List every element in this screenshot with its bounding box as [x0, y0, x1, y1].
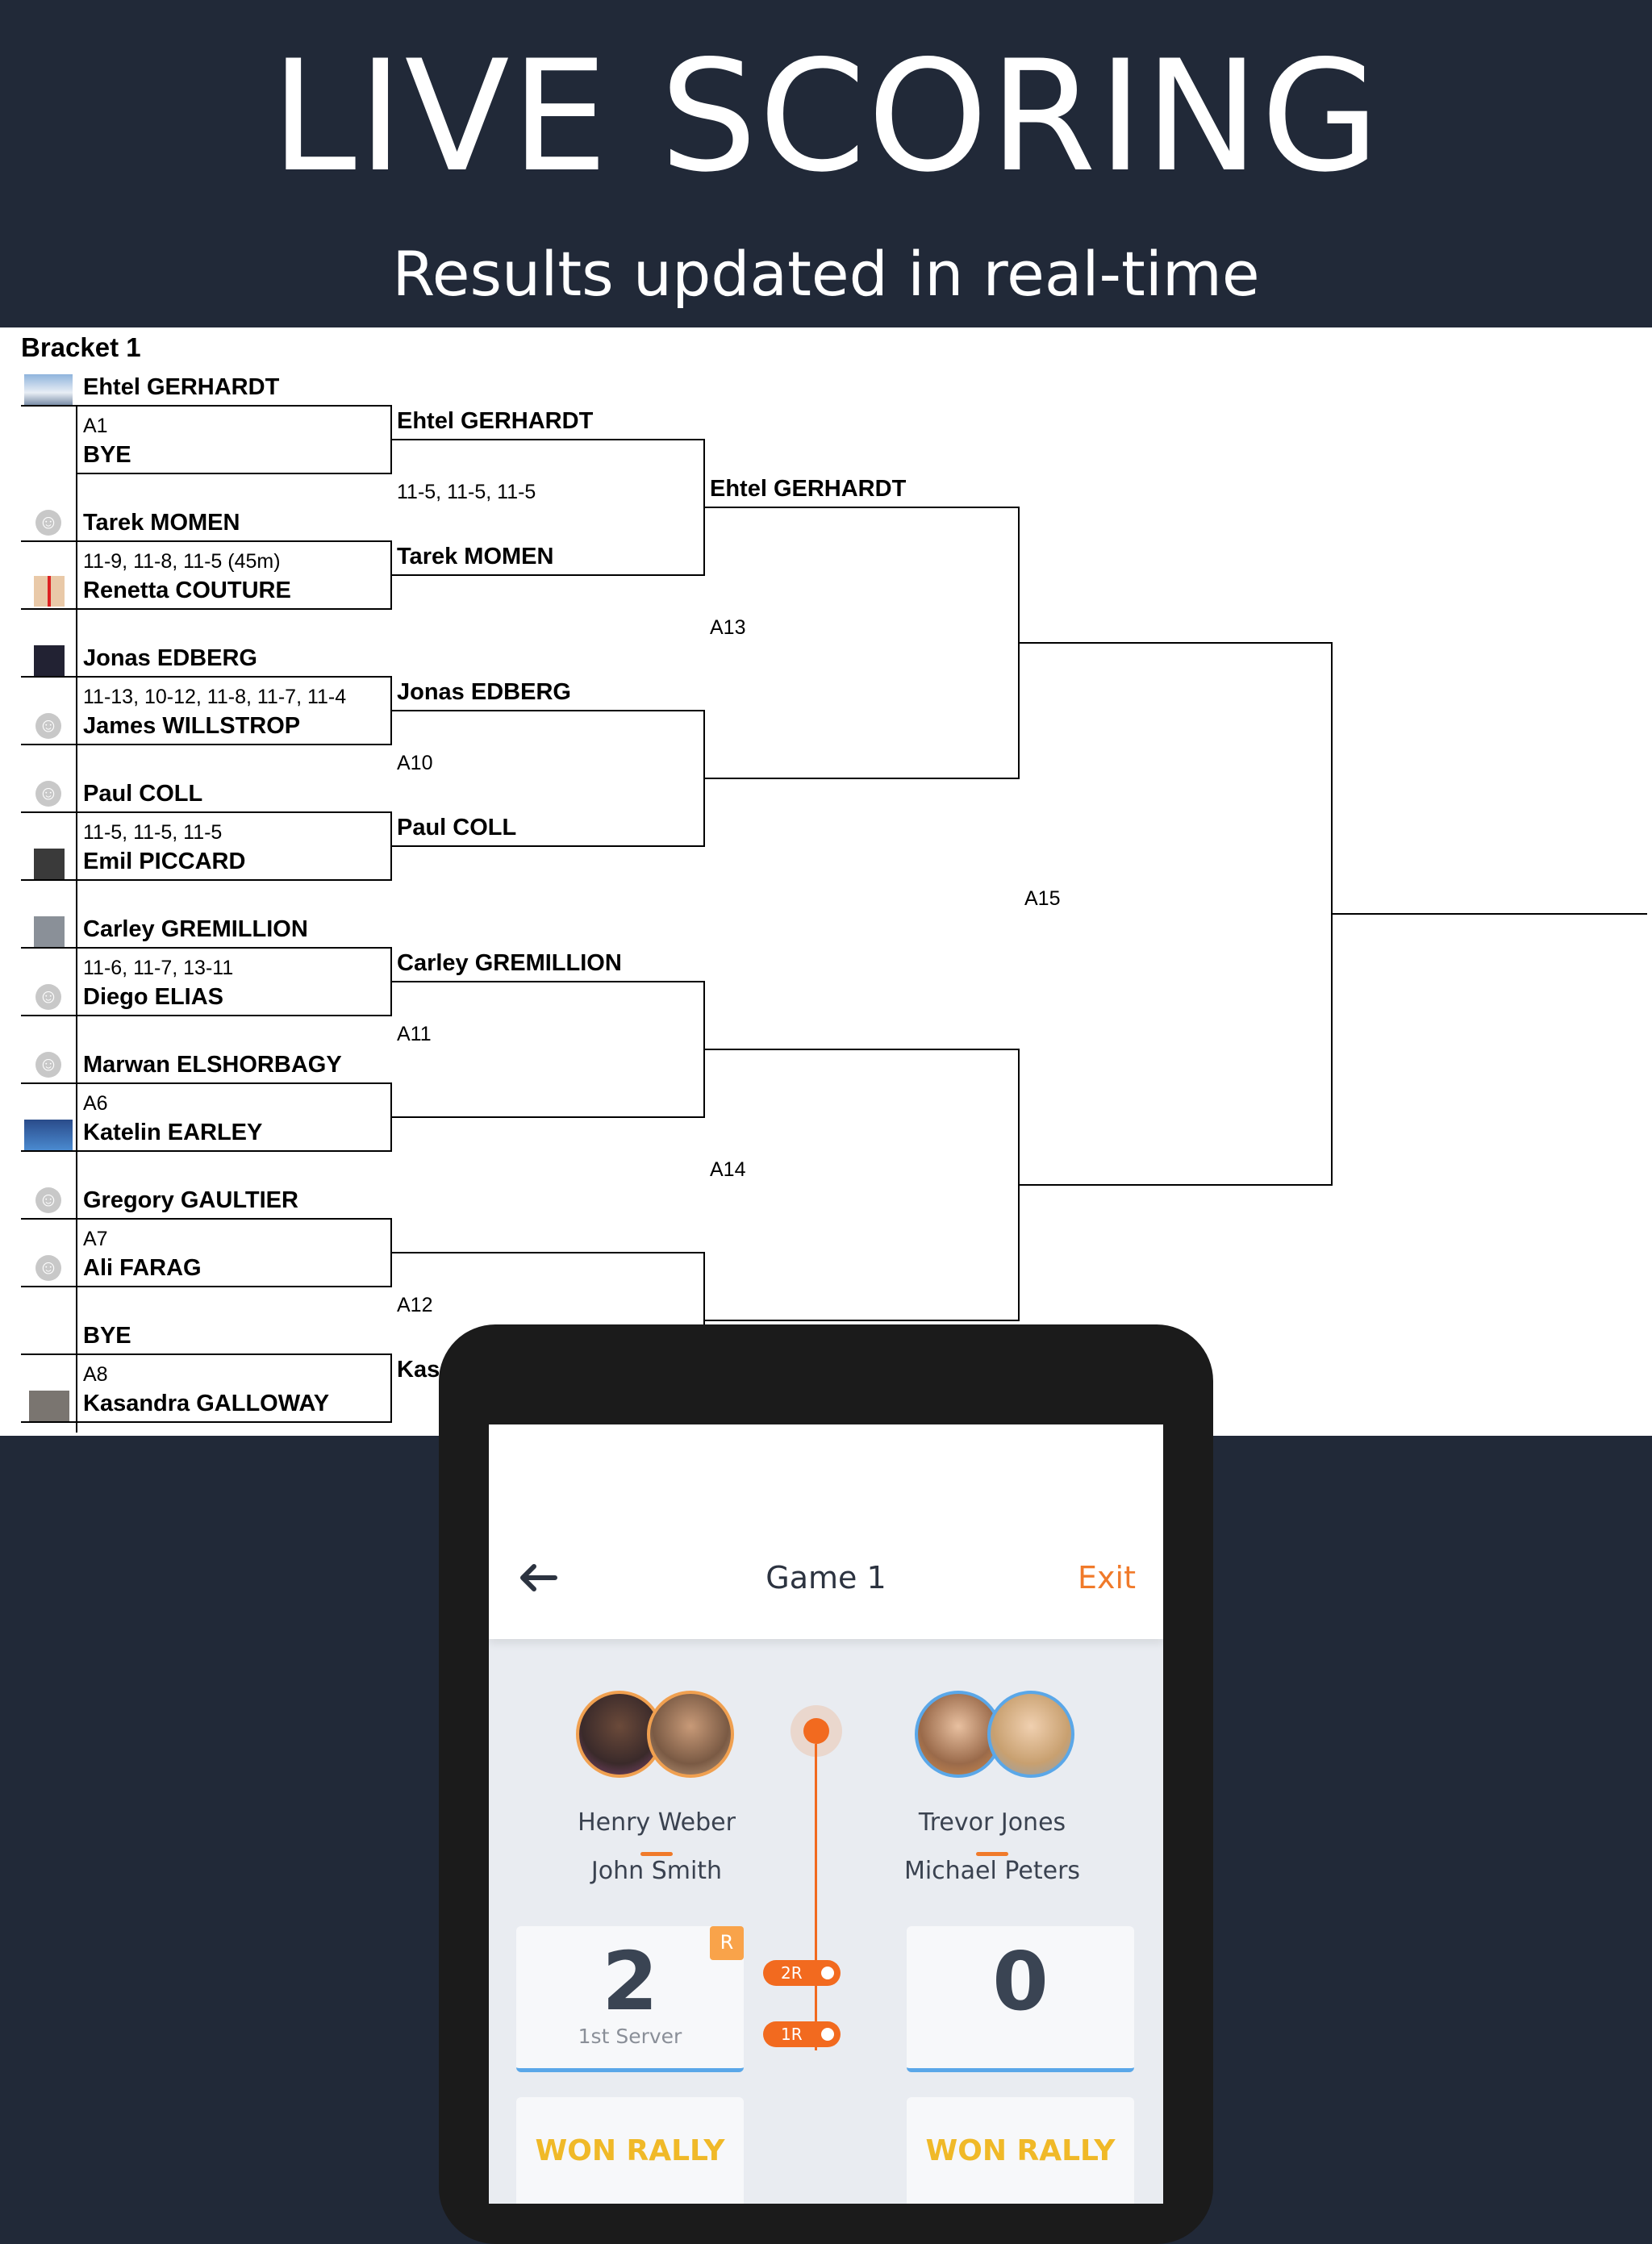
wolf-photo-icon	[34, 849, 65, 879]
r2-match-info: A12	[397, 1294, 433, 1316]
r1-player[interactable]: Ehtel GERHARDT	[83, 374, 280, 400]
score-card-right: 0	[907, 1926, 1134, 2072]
r2-match-info: A10	[397, 752, 433, 774]
app-screen: Game 1 Exit Henry Weber John Smith Trevo…	[489, 1424, 1163, 2204]
round-marker: 1R	[763, 2021, 841, 2047]
player-name: Henry Weber	[578, 1808, 736, 1837]
r1-player[interactable]: Gregory GAULTIER	[83, 1187, 298, 1213]
r2-match-info: A11	[397, 1023, 432, 1045]
server-label: 1st Server	[578, 2025, 682, 2048]
game-title: Game 1	[766, 1560, 886, 1595]
flag-icon	[34, 576, 65, 607]
marker-dot-icon	[821, 2028, 834, 2041]
r1-player[interactable]: Ali FARAG	[83, 1255, 202, 1281]
bracket-panel: Bracket 1	[0, 327, 1652, 1436]
avatar-placeholder-icon: ☺	[35, 1187, 61, 1213]
r1-player[interactable]: Renetta COUTURE	[83, 578, 291, 603]
avatar	[647, 1691, 734, 1778]
r1-match-info: A1	[83, 415, 108, 437]
r1-match-info: 11-6, 11-7, 13-11	[83, 957, 234, 979]
r1-match-info: A7	[83, 1228, 108, 1250]
avatar-placeholder-icon: ☺	[35, 781, 61, 807]
r2-player[interactable]: Paul COLL	[397, 815, 517, 840]
player-name: Michael Peters	[903, 1857, 1081, 1885]
round-marker: 2R	[763, 1960, 841, 1986]
hero-title: LIVE SCORING	[270, 27, 1382, 206]
r1-player[interactable]: Tarek MOMEN	[83, 510, 240, 536]
r1-player[interactable]: Katelin EARLEY	[83, 1120, 263, 1145]
app-header: Game 1 Exit	[489, 1424, 1163, 1639]
player-name: Trevor Jones	[918, 1808, 1066, 1837]
r4-match-info: A15	[1024, 887, 1061, 910]
won-rally-button-right[interactable]: WON RALLY	[907, 2097, 1134, 2204]
r2-player[interactable]: Kas	[397, 1357, 440, 1383]
r3-match-info: A14	[710, 1158, 746, 1181]
round-marker-label: 2R	[781, 1963, 803, 1983]
r1-match-info: 11-5, 11-5, 11-5	[83, 821, 223, 844]
name-divider	[976, 1852, 1008, 1856]
r1-match-info: A8	[83, 1363, 108, 1386]
avatar-placeholder-icon: ☺	[35, 1255, 61, 1281]
r1-player[interactable]: Emil PICCARD	[83, 849, 246, 874]
round1-spine	[76, 407, 77, 1433]
cat-photo-icon	[29, 1391, 69, 1421]
avatar	[987, 1691, 1074, 1778]
avatar-placeholder-icon: ☺	[35, 984, 61, 1010]
r1-player[interactable]: Jonas EDBERG	[83, 645, 257, 671]
r2-player[interactable]: Tarek MOMEN	[397, 544, 554, 569]
won-rally-label: WON RALLY	[925, 2134, 1116, 2167]
avatar-placeholder-icon: ☺	[35, 510, 61, 536]
serve-line	[815, 1744, 817, 2050]
player-photo-icon	[34, 645, 65, 676]
wolf-photo-icon	[34, 916, 65, 947]
won-rally-button-left[interactable]: WON RALLY	[516, 2097, 744, 2204]
r1-player[interactable]: BYE	[83, 1323, 131, 1349]
r1-match-info: A6	[83, 1092, 108, 1115]
r2-player[interactable]: Carley GREMILLION	[397, 950, 622, 976]
r1-player[interactable]: Diego ELIAS	[83, 984, 224, 1010]
player-name: John Smith	[590, 1857, 723, 1885]
r1-player[interactable]: BYE	[83, 442, 131, 468]
round-marker-label: 1R	[781, 2025, 803, 2044]
score-value: 0	[992, 1934, 1049, 2029]
r1-player[interactable]: Marwan ELSHORBAGY	[83, 1052, 342, 1078]
r1-match-info: 11-13, 10-12, 11-8, 11-7, 11-4	[83, 686, 347, 708]
score-card-left: 2 1st Server R	[516, 1926, 744, 2072]
back-arrow-icon[interactable]	[513, 1554, 561, 1602]
won-rally-label: WON RALLY	[535, 2134, 725, 2167]
r2-player[interactable]: Jonas EDBERG	[397, 679, 571, 705]
car-photo-icon	[24, 1120, 73, 1150]
marker-dot-icon	[821, 1967, 834, 1979]
r2-match-info: 11-5, 11-5, 11-5	[397, 481, 536, 503]
r1-player[interactable]: Paul COLL	[83, 781, 203, 807]
r3-match-info: A13	[710, 616, 746, 639]
hero-subtitle: Results updated in real-time	[392, 238, 1260, 310]
receiver-badge: R	[710, 1926, 744, 1960]
player-photo-icon	[24, 374, 73, 405]
r3-player[interactable]: Ehtel GERHARDT	[710, 476, 907, 502]
r1-player[interactable]: James WILLSTROP	[83, 713, 301, 739]
serve-dot	[803, 1718, 829, 1744]
r2-player[interactable]: Ehtel GERHARDT	[397, 408, 594, 434]
bracket-title: Bracket 1	[21, 332, 141, 362]
r1-player[interactable]: Kasandra GALLOWAY	[83, 1391, 330, 1416]
r1-player[interactable]: Carley GREMILLION	[83, 916, 308, 942]
name-divider	[640, 1852, 673, 1856]
r1-match-info: 11-9, 11-8, 11-5 (45m)	[83, 550, 281, 573]
avatar-placeholder-icon: ☺	[35, 713, 61, 739]
score-value: 2	[602, 1934, 658, 2029]
exit-button[interactable]: Exit	[1078, 1560, 1136, 1595]
avatar-placeholder-icon: ☺	[35, 1052, 61, 1078]
